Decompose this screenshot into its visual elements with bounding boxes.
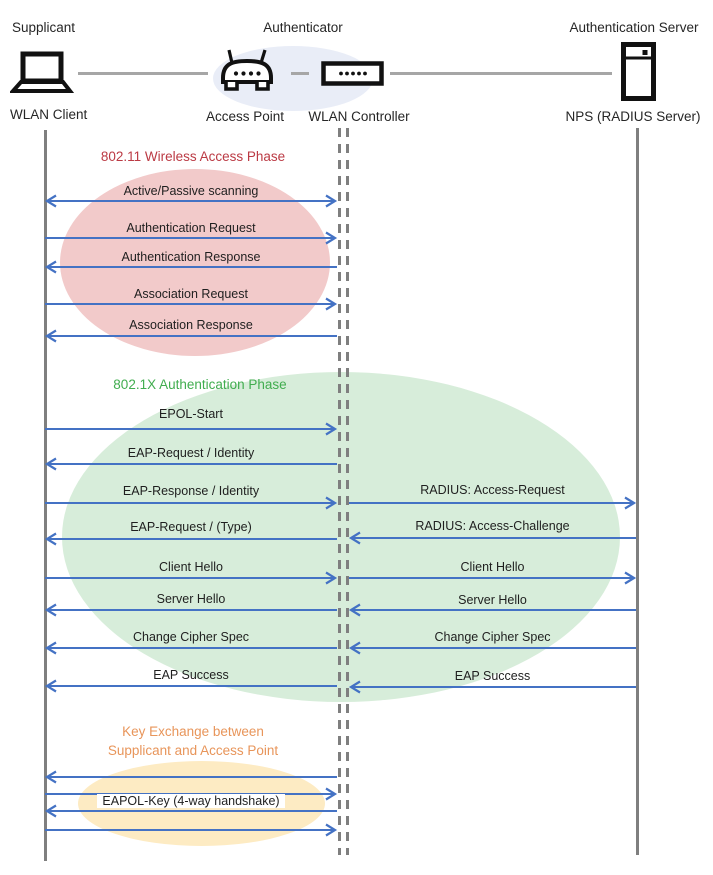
message-arrow-left (44, 260, 337, 274)
message-arrow-right (45, 422, 338, 436)
wlan-controller-label: WLAN Controller (308, 109, 410, 124)
message-label: EAP Success (153, 668, 229, 682)
connector-line (78, 72, 208, 75)
message-label: Association Response (129, 318, 253, 332)
message-label: Server Hello (156, 592, 226, 606)
laptop-icon (10, 51, 74, 93)
message-label: EAP-Response / Identity (122, 484, 260, 498)
message-arrow-left (44, 641, 337, 655)
message-arrow-right (45, 297, 338, 311)
message-label: Authentication Response (121, 250, 261, 264)
access-point-label: Access Point (205, 109, 285, 124)
message-arrow-left (348, 603, 636, 617)
message-arrow-right (45, 496, 338, 510)
authentication-server-role: Authentication Server (569, 20, 699, 35)
message-label: EAP Success (454, 669, 531, 683)
message-label: Active/Passive scanning (123, 184, 259, 198)
supplicant-lifeline (43, 130, 47, 861)
message-arrow-left (44, 679, 337, 693)
message-arrow-right (349, 571, 637, 585)
server-lifeline (635, 128, 639, 855)
supplicant-role: Supplicant (12, 20, 76, 35)
message-arrow-left (44, 457, 337, 471)
connector-line (390, 72, 612, 75)
8021x-authentication-phase-title: 802.1X Authentication Phase (113, 377, 287, 392)
wireless-access-phase-title: 802.11 Wireless Access Phase (100, 149, 286, 164)
message-arrow-left (44, 329, 337, 343)
access-point-icon (221, 49, 273, 91)
message-label: Server Hello (458, 593, 527, 607)
message-arrow-right (45, 231, 338, 245)
wlan-client-label: WLAN Client (10, 107, 88, 122)
message-arrow-left (44, 804, 337, 818)
message-label: Association Request (134, 287, 248, 301)
message-arrow-left (348, 680, 636, 694)
authenticator-role: Authenticator (263, 20, 343, 35)
message-arrow-right (349, 496, 637, 510)
key-exchange-phase-title: Key Exchange between Supplicant and Acce… (107, 724, 279, 758)
message-arrow-left (44, 603, 337, 617)
message-label: EAPOL-Key (4-way handshake) (45, 794, 337, 808)
message-arrow-left (44, 770, 337, 784)
message-label: Client Hello (460, 560, 525, 574)
message-label: EAP-Request / (Type) (130, 520, 252, 534)
message-label: EAP-Request / Identity (127, 446, 255, 460)
message-label: RADIUS: Access-Challenge (415, 519, 570, 533)
message-arrow-right (45, 823, 338, 837)
message-label: Client Hello (159, 560, 223, 574)
message-label: Authentication Request (126, 221, 256, 235)
message-label: Change Cipher Spec (132, 630, 250, 644)
message-label: Change Cipher Spec (434, 630, 551, 644)
connector-line (291, 72, 309, 75)
message-arrow-left (348, 641, 636, 655)
message-arrow-right (45, 571, 338, 585)
authenticator-lifeline-dashed-right (345, 128, 349, 855)
message-label: EPOL-Start (159, 407, 223, 421)
nps-radius-server-label: NPS (RADIUS Server) (565, 109, 701, 124)
message-arrow-left (348, 531, 636, 545)
server-icon (621, 42, 656, 101)
authenticator-lifeline-dashed-left (337, 128, 341, 855)
message-label: RADIUS: Access-Request (420, 483, 565, 497)
wlan-controller-icon (321, 61, 384, 86)
message-arrow-both (44, 194, 338, 208)
message-arrow-left (44, 532, 337, 546)
